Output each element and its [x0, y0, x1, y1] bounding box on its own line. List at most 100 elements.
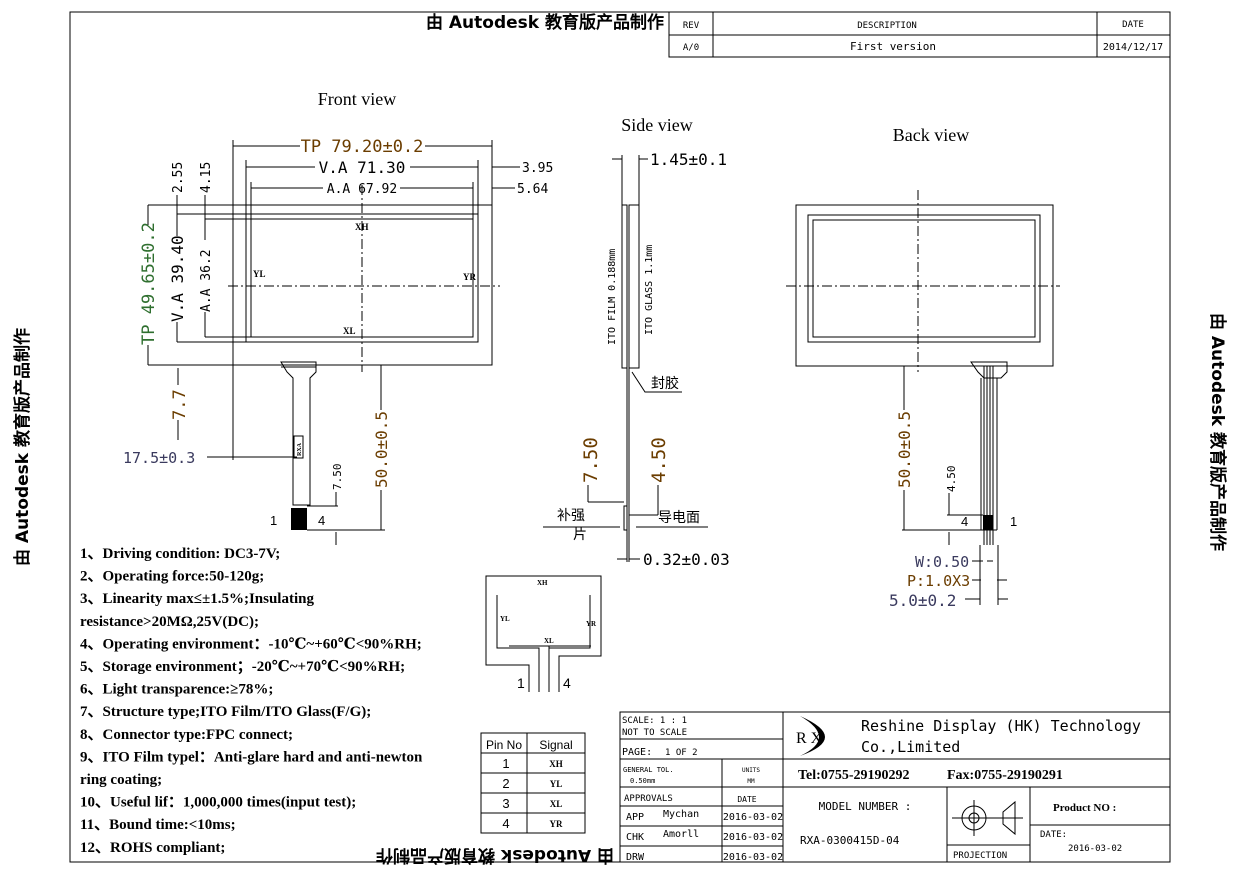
product-no-label: Product NO :	[1053, 802, 1116, 814]
approver-name: Amorll	[663, 829, 699, 840]
logo-text: R X	[796, 730, 823, 747]
label-stiffener: 补强	[557, 507, 585, 523]
ito-glass	[628, 204, 640, 369]
note-line: 8、Connector type:FPC connect;	[80, 727, 293, 743]
dim-17-5: 17.5±0.3	[123, 449, 195, 467]
approver-date: 2016-03-02	[723, 832, 783, 843]
dim-va-height: V.A 39.40	[168, 235, 187, 322]
date-caption: DATE:	[1040, 830, 1067, 840]
side-view-title: Side view	[621, 115, 693, 135]
circuit-schematic: XH YL YR XL 1 4	[485, 575, 602, 692]
note-line: resistance>20MΩ,25V(DC);	[80, 614, 259, 630]
dim-width: W:0.50	[915, 553, 969, 571]
note-line: 7、Structure type;ITO Film/ITO Glass(F/G)…	[80, 704, 371, 720]
dim-aa-height: A.A 36.2	[199, 249, 214, 312]
approvals-date-label: DATE	[737, 795, 756, 804]
company-name-line1: Reshine Display (HK) Technology	[861, 717, 1141, 735]
pin-no-header: Pin No	[486, 738, 522, 752]
tel: Tel:0755-29190292	[798, 768, 909, 783]
title-block: SCALE: 1 : 1 NOT TO SCALE PAGE: 1 OF 2 G…	[619, 711, 1171, 863]
fpc-tail	[280, 361, 317, 506]
model-number: RXA-0300415D-04	[800, 834, 900, 847]
units-label: UNITS	[742, 767, 760, 774]
dim-thickness: 1.45±0.1	[650, 150, 727, 169]
label-xl: XL	[343, 326, 356, 336]
schematic-xh: XH	[537, 579, 548, 587]
approver-date: 2016-03-02	[723, 812, 783, 823]
dim-aa-width: A.A 67.92	[327, 182, 397, 197]
page-label: PAGE:	[622, 747, 652, 758]
drawing-date: 2016-03-02	[1068, 844, 1122, 854]
dim-total: 5.0±0.2	[889, 591, 956, 610]
pin-number: 2	[502, 776, 509, 791]
label-yl: YL	[253, 269, 266, 279]
watermark-bottom: 由 Autodesk 教育版产品制作	[376, 845, 614, 866]
note-line: 9、ITO Film typel：Anti-glare hard and ant…	[80, 749, 423, 765]
note-line: 10、Useful lif：1,000,000 times(input test…	[80, 795, 356, 811]
dim-7-7: 7.7	[170, 389, 190, 420]
dim-va-width: V.A 71.30	[319, 158, 406, 177]
pin-number: 1	[502, 756, 509, 771]
approver-role: APP	[626, 812, 644, 823]
note-line: 4、Operating environment：-10℃~+60℃<90%RH;	[80, 636, 422, 652]
fpc-mark: RXA	[297, 442, 303, 456]
pin-signal: XL	[550, 799, 563, 809]
approver-name: Mychan	[663, 809, 699, 820]
front-view: Front view TP 79.20±0.2 V.A 71.30 A.A 67…	[123, 89, 553, 545]
spec-notes: 1、Driving condition: DC3-7V;2、Operating …	[80, 546, 423, 856]
schematic-pin1: 1	[517, 675, 525, 691]
page-number: 1 OF 2	[665, 748, 698, 758]
schematic-yr: YR	[586, 620, 597, 628]
date-header: DATE	[1122, 20, 1144, 30]
signal-header: Signal	[539, 738, 572, 752]
rev-date-value: 2014/12/17	[1103, 42, 1163, 53]
front-view-title: Front view	[318, 89, 397, 109]
rev-header: REV	[683, 21, 700, 31]
back-view-title: Back view	[893, 125, 969, 145]
watermark-left: 由 Autodesk 教育版产品制作	[12, 328, 33, 566]
label-yr: YR	[463, 272, 476, 282]
dim-side-7-50: 7.50	[580, 437, 602, 483]
dim-2-55: 2.55	[171, 162, 186, 193]
pin-signal: YL	[550, 779, 563, 789]
general-tol: GENERAL TOL.	[623, 766, 674, 774]
dim-tp-width: TP 79.20±0.2	[301, 137, 424, 157]
pin-signal: XH	[549, 759, 563, 769]
dim-back-4-50: 4.50	[945, 466, 958, 493]
note-line: 1、Driving condition: DC3-7V;	[80, 546, 280, 562]
back-view: Back view 50.0±0.5 4.50 4 1 W:0.50 P:1.0…	[786, 125, 1060, 610]
dim-side-4-50: 4.50	[648, 437, 670, 483]
approver-role: CHK	[626, 832, 644, 843]
note-line: 12、ROHS compliant;	[80, 840, 225, 856]
approver-role: DRW	[626, 852, 645, 863]
label-stiffener-b: 片	[573, 526, 587, 542]
projection-label: PROJECTION	[953, 851, 1007, 861]
schematic-xl: XL	[544, 637, 554, 645]
scale: SCALE: 1 : 1	[622, 716, 687, 726]
note-line: 5、Storage environment；-20℃~+70℃<90%RH;	[80, 659, 405, 675]
ito-film	[621, 204, 628, 369]
dim-5-64: 5.64	[517, 182, 548, 197]
label-ito-glass: ITO GLASS 1.1mm	[644, 245, 655, 335]
fpc-contact-block	[291, 508, 307, 530]
schematic-yl: YL	[500, 615, 510, 623]
dim-3-95: 3.95	[522, 161, 553, 176]
back-pin-4: 4	[961, 514, 968, 529]
note-line: 6、Light transparence:≥78%;	[80, 682, 273, 698]
pin-1-label: 1	[270, 513, 277, 528]
rev-value: A/0	[683, 43, 699, 53]
label-ito-film: ITO FILM 0.188mm	[607, 249, 618, 345]
not-to-scale: NOT TO SCALE	[622, 728, 687, 738]
back-pin-1: 1	[1010, 514, 1017, 529]
dim-back-50-0: 50.0±0.5	[895, 411, 914, 488]
units-value: MM	[747, 778, 755, 785]
watermark-top: 由 Autodesk 教育版产品制作	[426, 12, 664, 33]
watermark-right: 由 Autodesk 教育版产品制作	[1207, 313, 1228, 551]
approver-date: 2016-03-02	[723, 852, 783, 863]
company-name-line2: Co.,Limited	[861, 738, 960, 756]
note-line: 11、Bound time:<10ms;	[80, 817, 236, 833]
schematic-pin4: 4	[563, 675, 571, 691]
dim-fpc-thickness: 0.32±0.03	[643, 550, 730, 569]
tol-value: 0.50mm	[630, 777, 655, 785]
